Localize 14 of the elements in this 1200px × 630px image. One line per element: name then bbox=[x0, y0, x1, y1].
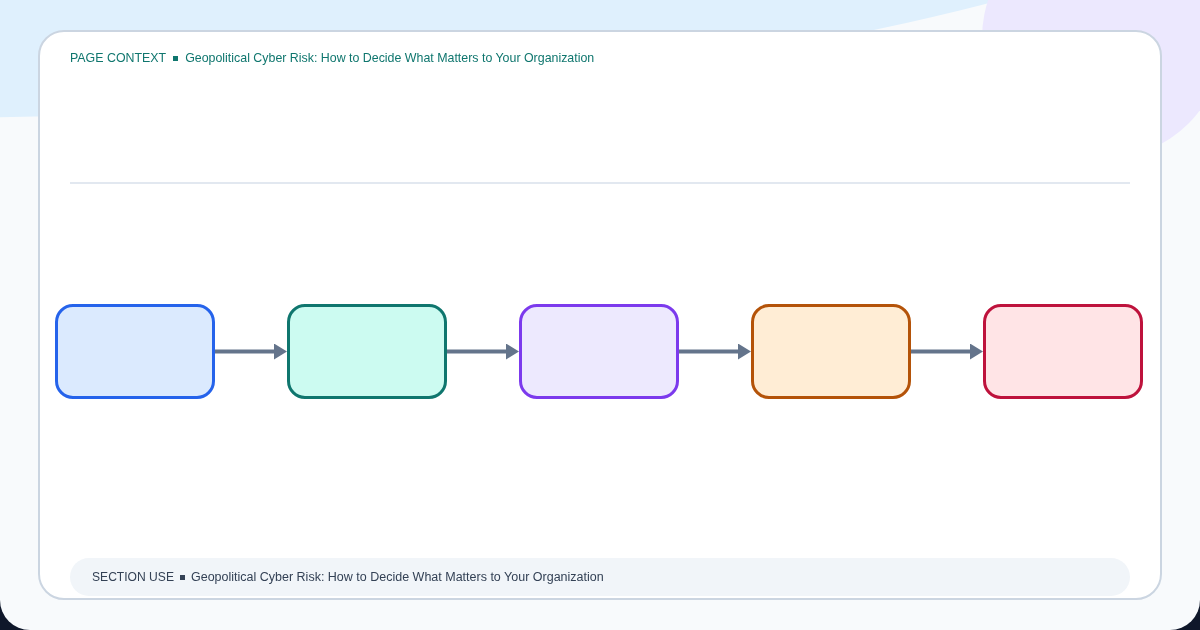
rounded-box bbox=[751, 304, 911, 399]
section-label: SECTION USE bbox=[92, 569, 174, 586]
rounded-box bbox=[983, 304, 1143, 399]
section-title: Geopolitical Cyber Risk: How to Decide What Matters to Your Organization bbox=[191, 569, 604, 586]
context-label: PAGE CONTEXT bbox=[70, 50, 167, 67]
arrow bbox=[447, 343, 519, 360]
rounded-box bbox=[55, 304, 215, 399]
arrow bbox=[215, 343, 287, 360]
arrow bbox=[911, 343, 983, 360]
context-title: Geopolitical Cyber Risk: How to Decide What Matters to Your Organization bbox=[185, 50, 595, 67]
footer-bar bbox=[70, 558, 1130, 596]
rounded-box bbox=[519, 304, 679, 399]
arrow bbox=[679, 343, 751, 360]
rounded-box bbox=[287, 304, 447, 399]
